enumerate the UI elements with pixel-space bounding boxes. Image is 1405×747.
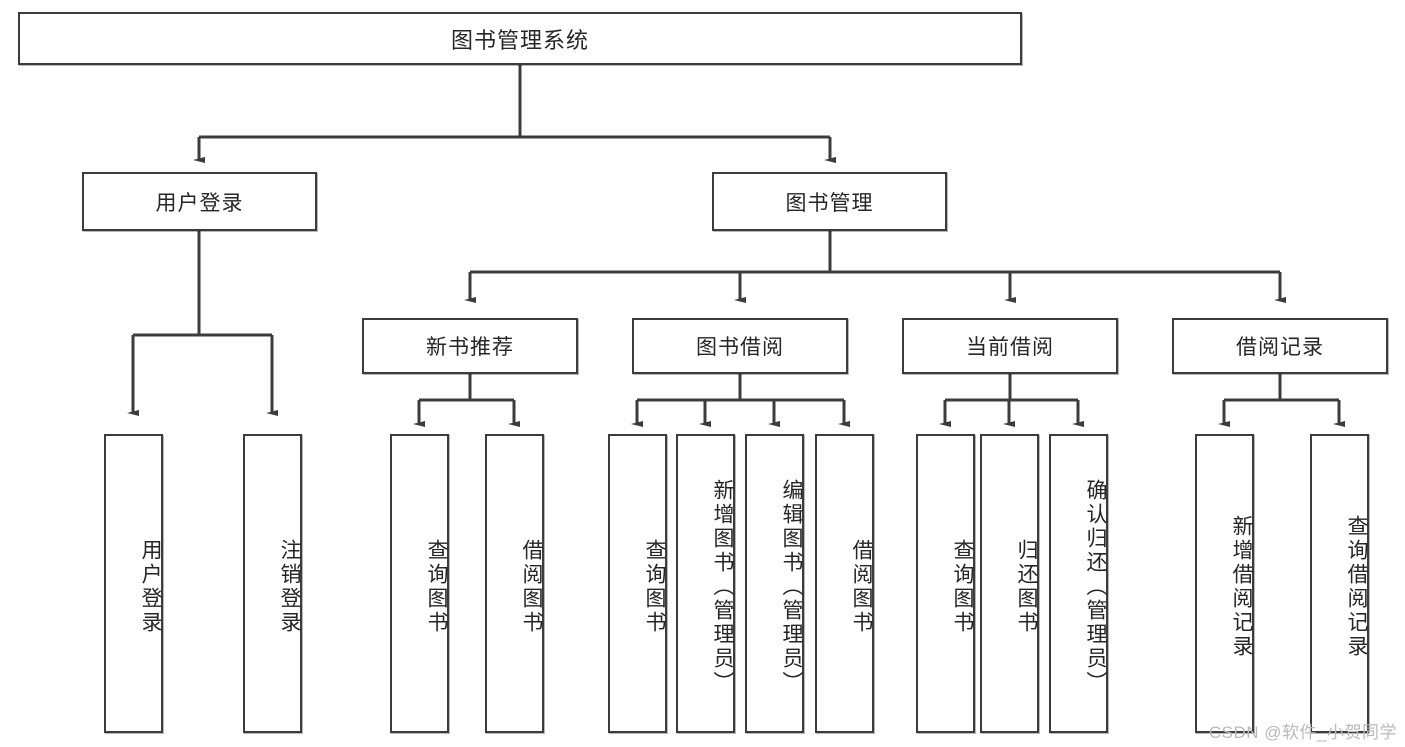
- node-leaf-confirm-return-label: 确认归还（管理员）: [1084, 478, 1107, 695]
- node-book-manage[interactable]: 图书管理: [712, 172, 947, 231]
- node-book-borrow[interactable]: 图书借阅: [632, 318, 848, 374]
- node-leaf-return-book[interactable]: 归还图书: [980, 434, 1039, 733]
- node-root[interactable]: 图书管理系统: [18, 12, 1022, 65]
- node-leaf-confirm-return[interactable]: 确认归还（管理员）: [1049, 434, 1108, 733]
- node-leaf-add-record[interactable]: 新增借阅记录: [1195, 434, 1254, 733]
- node-leaf-query-record-label: 查询借阅记录: [1345, 514, 1368, 659]
- node-user-login[interactable]: 用户登录: [82, 172, 317, 231]
- node-leaf-add-record-label: 新增借阅记录: [1230, 514, 1253, 659]
- node-leaf-borrow-book-1-label: 借阅图书: [520, 538, 543, 635]
- node-leaf-user-logout[interactable]: 注销登录: [243, 434, 302, 733]
- node-leaf-query-book-3[interactable]: 查询图书: [916, 434, 975, 733]
- node-leaf-add-book[interactable]: 新增图书（管理员）: [676, 434, 735, 733]
- node-leaf-borrow-book-1[interactable]: 借阅图书: [485, 434, 544, 733]
- node-leaf-edit-book[interactable]: 编辑图书（管理员）: [745, 434, 804, 733]
- node-leaf-add-book-label: 新增图书（管理员）: [711, 478, 734, 695]
- node-leaf-borrow-book-2-label: 借阅图书: [850, 538, 873, 635]
- node-book-manage-label: 图书管理: [785, 191, 874, 215]
- node-new-book-recommend[interactable]: 新书推荐: [362, 318, 578, 374]
- node-current-borrow-label: 当前借阅: [966, 336, 1054, 359]
- node-leaf-borrow-book-2[interactable]: 借阅图书: [815, 434, 874, 733]
- node-leaf-query-book-1-label: 查询图书: [425, 538, 448, 635]
- node-leaf-query-book-2[interactable]: 查询图书: [608, 434, 667, 733]
- node-leaf-user-login[interactable]: 用户登录: [104, 434, 163, 733]
- csdn-watermark: CSDN @软件_小贺同学: [1208, 723, 1397, 742]
- node-user-login-label: 用户登录: [155, 191, 244, 215]
- node-current-borrow[interactable]: 当前借阅: [902, 318, 1118, 374]
- node-leaf-query-book-1[interactable]: 查询图书: [390, 434, 449, 733]
- node-borrow-record-label: 借阅记录: [1236, 336, 1324, 359]
- node-new-book-recommend-label: 新书推荐: [426, 336, 514, 359]
- node-leaf-query-record[interactable]: 查询借阅记录: [1310, 434, 1369, 733]
- node-root-label: 图书管理系统: [450, 27, 589, 53]
- node-leaf-query-book-3-label: 查询图书: [951, 538, 974, 635]
- node-borrow-record[interactable]: 借阅记录: [1172, 318, 1388, 374]
- node-leaf-user-logout-label: 注销登录: [278, 538, 301, 635]
- node-leaf-return-book-label: 归还图书: [1015, 538, 1038, 635]
- node-book-borrow-label: 图书借阅: [696, 336, 784, 359]
- node-leaf-edit-book-label: 编辑图书（管理员）: [780, 478, 803, 695]
- node-leaf-query-book-2-label: 查询图书: [643, 538, 666, 635]
- node-leaf-user-login-label: 用户登录: [139, 538, 162, 635]
